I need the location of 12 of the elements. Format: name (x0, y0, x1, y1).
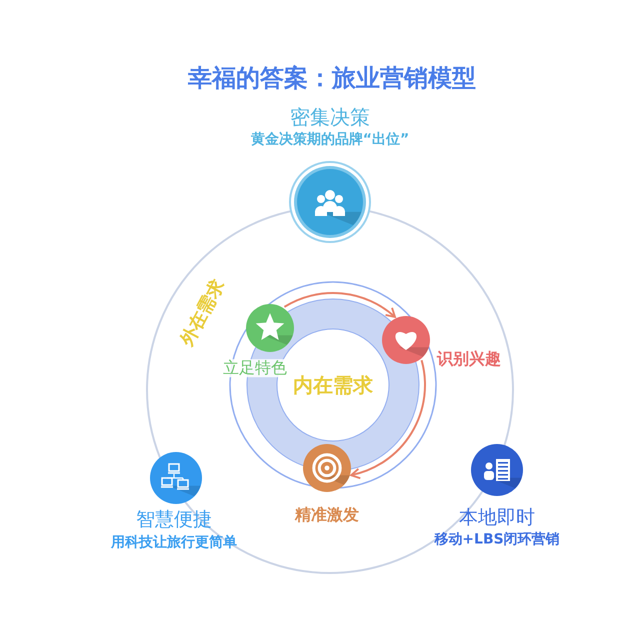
center-label: 内在需求 (293, 374, 373, 396)
ring-label: 外在需求 (177, 276, 229, 350)
node-title: 智慧便捷 (136, 510, 212, 530)
node-title: 密集决策 (290, 106, 370, 128)
node-title: 本地即时 (459, 508, 535, 528)
node-label: 立足特色 (223, 359, 287, 377)
title: 幸福的答案：旅业营销模型 (188, 64, 476, 92)
node-subtitle: 黄金决策期的品牌“出位” (250, 132, 410, 148)
node-subtitle: 用科技让旅行更简单 (111, 535, 237, 551)
node-subtitle: 移动+LBS闭环营销 (434, 532, 560, 548)
node-label: 识别兴趣 (437, 350, 501, 368)
node-label: 精准激发 (295, 506, 359, 524)
